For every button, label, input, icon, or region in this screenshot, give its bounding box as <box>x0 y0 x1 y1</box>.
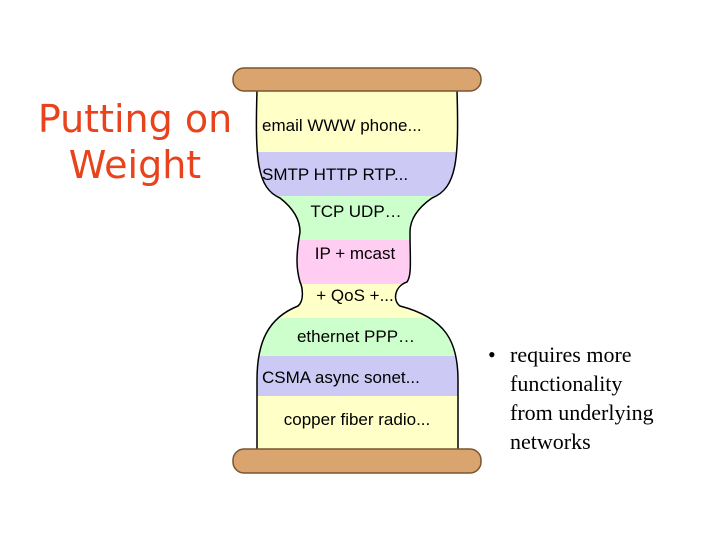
protocol-layer-label: email WWW phone... <box>262 116 422 135</box>
protocol-layer-label: copper fiber radio... <box>284 410 430 429</box>
protocol-layer-label: TCP UDP… <box>310 202 401 221</box>
protocol-layer-label: + QoS +... <box>316 286 394 305</box>
protocol-layer-label: CSMA async sonet... <box>262 368 420 387</box>
bullet-marker: • <box>488 340 496 369</box>
bullet-line: from underlying <box>510 398 716 427</box>
bullet-line: networks <box>510 427 716 456</box>
protocol-layer-label: ethernet PPP… <box>297 327 415 346</box>
bottom-wooden-cap <box>233 449 481 473</box>
top-wooden-cap <box>233 68 481 91</box>
bullet-point: • requires more functionality from under… <box>488 340 716 456</box>
bullet-line: functionality <box>510 369 716 398</box>
protocol-layer-label: IP + mcast <box>315 244 396 263</box>
bullet-line: requires more <box>510 340 716 369</box>
protocol-layer-label: SMTP HTTP RTP... <box>262 165 408 184</box>
